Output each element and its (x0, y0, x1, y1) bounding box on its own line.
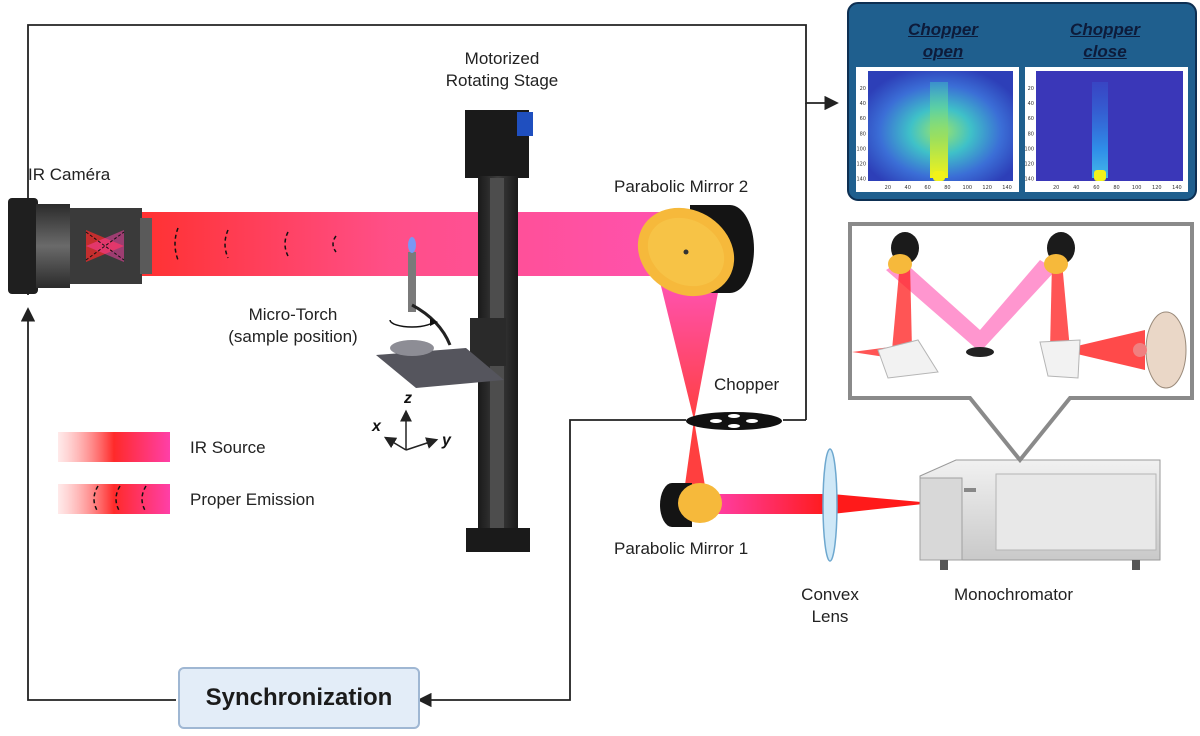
legend-swatch-proper-emission (58, 484, 170, 514)
open-ytick: 20 (860, 86, 866, 92)
close-ytick: 40 (1028, 101, 1034, 107)
motorized-stage-label: Motorized Rotating Stage (432, 48, 572, 92)
legend-swatch-ir-source (58, 432, 170, 462)
open-ytick: 140 (856, 176, 866, 182)
close-xtick: 60 (1093, 185, 1099, 191)
motorized-stage-label-line2: Rotating Stage (445, 71, 559, 90)
ir-beam-main (58, 212, 690, 276)
camera-sync-line (20, 307, 176, 701)
micro-torch (376, 237, 504, 388)
axis-triad (383, 409, 439, 451)
ir-beam-vertical (660, 282, 720, 492)
parabolic-mirror-1-label: Parabolic Mirror 1 (614, 539, 749, 558)
axis-z-label: z (404, 390, 412, 407)
close-xtick: 40 (1073, 185, 1079, 191)
tick-labels-close: 20 40 60 80 100 120 140 20 40 60 80 100 120 140 (1024, 86, 1181, 191)
ir-camera (8, 198, 152, 294)
open-xtick: 120 (982, 185, 992, 191)
monochromator-inset (848, 222, 1194, 464)
motorized-stage (465, 110, 533, 552)
chopper-close-title-line2: close (1083, 42, 1127, 61)
close-ytick: 120 (1024, 161, 1034, 167)
micro-torch-label: Micro-Torch (sample position) (218, 304, 368, 348)
convex-lens-label: Convex Lens (790, 584, 870, 628)
close-xtick: 100 (1132, 185, 1142, 191)
camera-to-panel-line (27, 24, 839, 295)
close-xtick: 80 (1113, 185, 1119, 191)
convex-lens-label-line2: Lens (811, 607, 849, 626)
legend-swatches (58, 432, 170, 514)
tick-labels-open: 20 40 60 80 100 120 140 20 40 60 80 100 120 140 (856, 86, 1011, 191)
monochromator-device (919, 459, 1161, 570)
open-ytick: 80 (860, 131, 866, 137)
close-ytick: 20 (1028, 86, 1034, 92)
motorized-stage-label-line1: Motorized (464, 49, 540, 68)
close-ytick: 80 (1028, 131, 1034, 137)
open-xtick: 140 (1002, 185, 1012, 191)
parabolic-mirror-1 (660, 483, 722, 527)
synchronization-label: Synchronization (205, 684, 393, 711)
close-ytick: 140 (1024, 176, 1034, 182)
open-xtick: 20 (885, 185, 891, 191)
thermal-panel: 20 40 60 80 100 120 140 20 40 60 80 100 120 140 20 40 6… (847, 2, 1197, 201)
micro-torch-label-line1: Micro-Torch (248, 305, 338, 324)
synchronization-box: Synchronization (178, 667, 420, 729)
close-xtick: 20 (1053, 185, 1059, 191)
convex-lens-label-line1: Convex (801, 585, 859, 604)
parabolic-mirror-2 (637, 205, 754, 297)
open-ytick: 100 (856, 146, 866, 152)
open-xtick: 80 (944, 185, 950, 191)
close-ytick: 60 (1028, 116, 1034, 122)
chopper-open-title-line1: Chopper (908, 20, 978, 39)
chopper-open-title-line2: open (922, 42, 964, 61)
connection-lines (20, 24, 839, 708)
ir-beam-mono (712, 494, 932, 514)
open-xtick: 60 (924, 185, 930, 191)
close-xtick: 120 (1152, 185, 1162, 191)
open-ytick: 120 (856, 161, 866, 167)
close-ytick: 100 (1024, 146, 1034, 152)
legend-proper-emission-label: Proper Emission (190, 490, 315, 509)
ir-camera-label: IR Caméra (28, 165, 111, 184)
chopper-open-title: Chopper open (888, 19, 998, 63)
parabolic-mirror-2-label: Parabolic Mirror 2 (614, 177, 749, 196)
axis-y-label: y (442, 432, 451, 449)
open-ytick: 40 (860, 101, 866, 107)
monochromator-label: Monochromator (954, 585, 1074, 604)
open-xtick: 100 (963, 185, 973, 191)
chopper-wheel (686, 412, 782, 430)
chopper-close-title: Chopper close (1050, 19, 1160, 63)
open-ytick: 60 (860, 116, 866, 122)
chopper-label: Chopper (714, 375, 780, 394)
open-xtick: 40 (905, 185, 911, 191)
micro-torch-label-line2: (sample position) (228, 327, 358, 346)
close-xtick: 140 (1172, 185, 1182, 191)
convex-lens (822, 448, 838, 562)
chopper-to-sync-line (417, 419, 686, 708)
legend-ir-source-label: IR Source (190, 438, 266, 457)
chopper-close-title-line1: Chopper (1070, 20, 1140, 39)
axis-x-label: x (372, 418, 381, 435)
